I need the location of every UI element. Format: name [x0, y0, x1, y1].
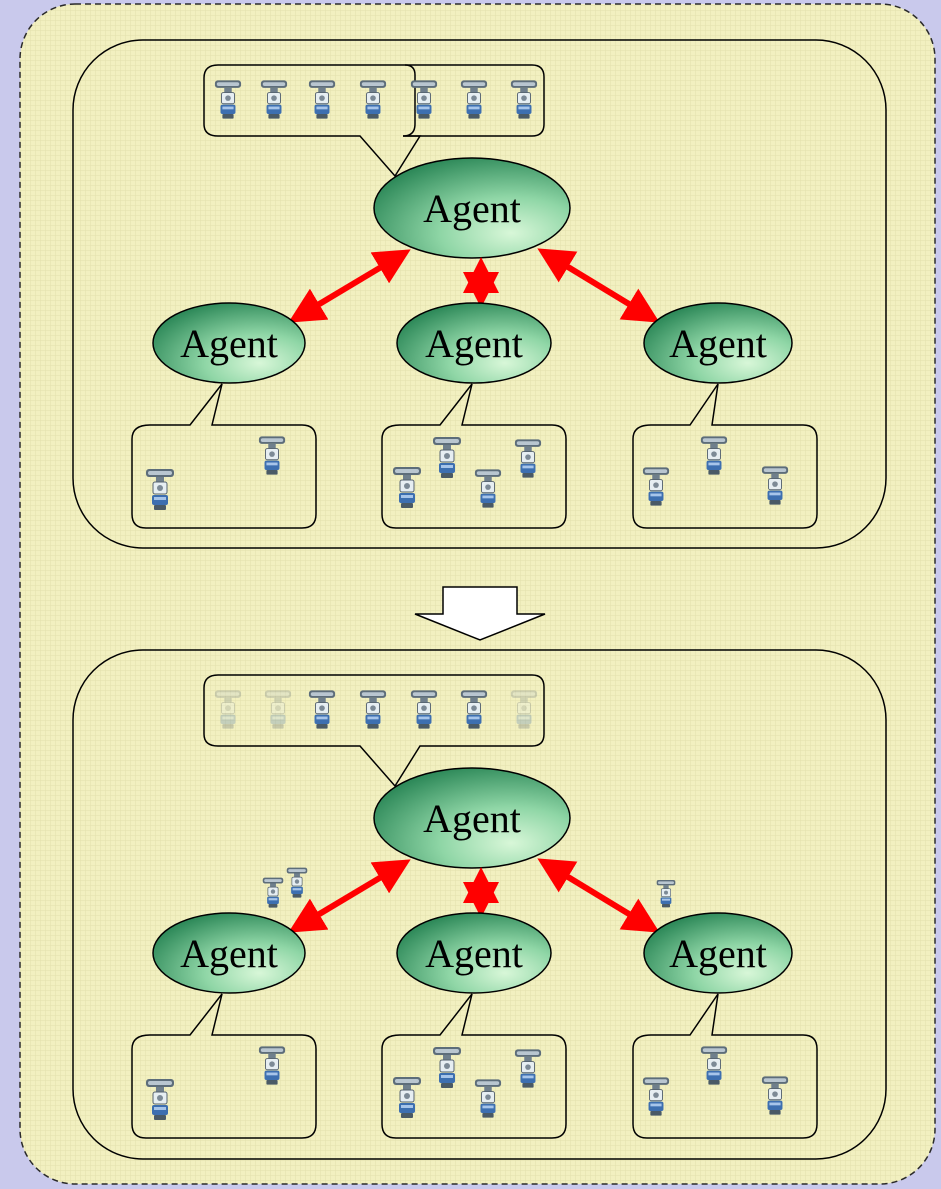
down-arrow-icon: [414, 586, 546, 641]
child-agent-2[interactable]: Agent: [396, 912, 552, 994]
child-device-bubble: [131, 993, 317, 1139]
child-agent-3[interactable]: Agent: [643, 302, 793, 384]
hub-agent-label: Agent: [423, 186, 521, 231]
child-agent-1[interactable]: Agent: [152, 302, 306, 384]
panel-frame: [72, 39, 887, 549]
child-agent-label: Agent: [669, 931, 767, 976]
child-device-bubble: [632, 993, 818, 1139]
hub-device-bubble: [203, 64, 422, 178]
child-agent-label: Agent: [180, 931, 278, 976]
link-arrow-right: [537, 248, 660, 323]
hub-agent[interactable]: Agent: [373, 157, 571, 259]
panel-frame: [72, 649, 887, 1160]
child-device-bubble: [381, 383, 567, 529]
link-arrow-left: [288, 249, 411, 323]
link-arrow-right: [537, 858, 660, 933]
hub-agent-label: Agent: [423, 796, 521, 841]
child-agent-label: Agent: [180, 321, 278, 366]
child-device-bubble: [632, 383, 818, 529]
panel-after: Agent Agent Agent Agent: [72, 649, 887, 1160]
hub-agent[interactable]: Agent: [373, 767, 571, 869]
child-agent-3[interactable]: Agent: [643, 912, 793, 994]
link-arrow-left: [288, 859, 411, 933]
child-device-bubble: [381, 993, 567, 1139]
child-agent-label: Agent: [425, 321, 523, 366]
child-device-bubble: [131, 383, 317, 529]
child-agent-1[interactable]: Agent: [152, 912, 306, 994]
child-agent-label: Agent: [669, 321, 767, 366]
hub-device-bubble: [203, 674, 545, 788]
child-agent-label: Agent: [425, 931, 523, 976]
child-agent-2[interactable]: Agent: [396, 302, 552, 384]
panel-before: Agent Agent Agent Agent: [72, 39, 887, 549]
